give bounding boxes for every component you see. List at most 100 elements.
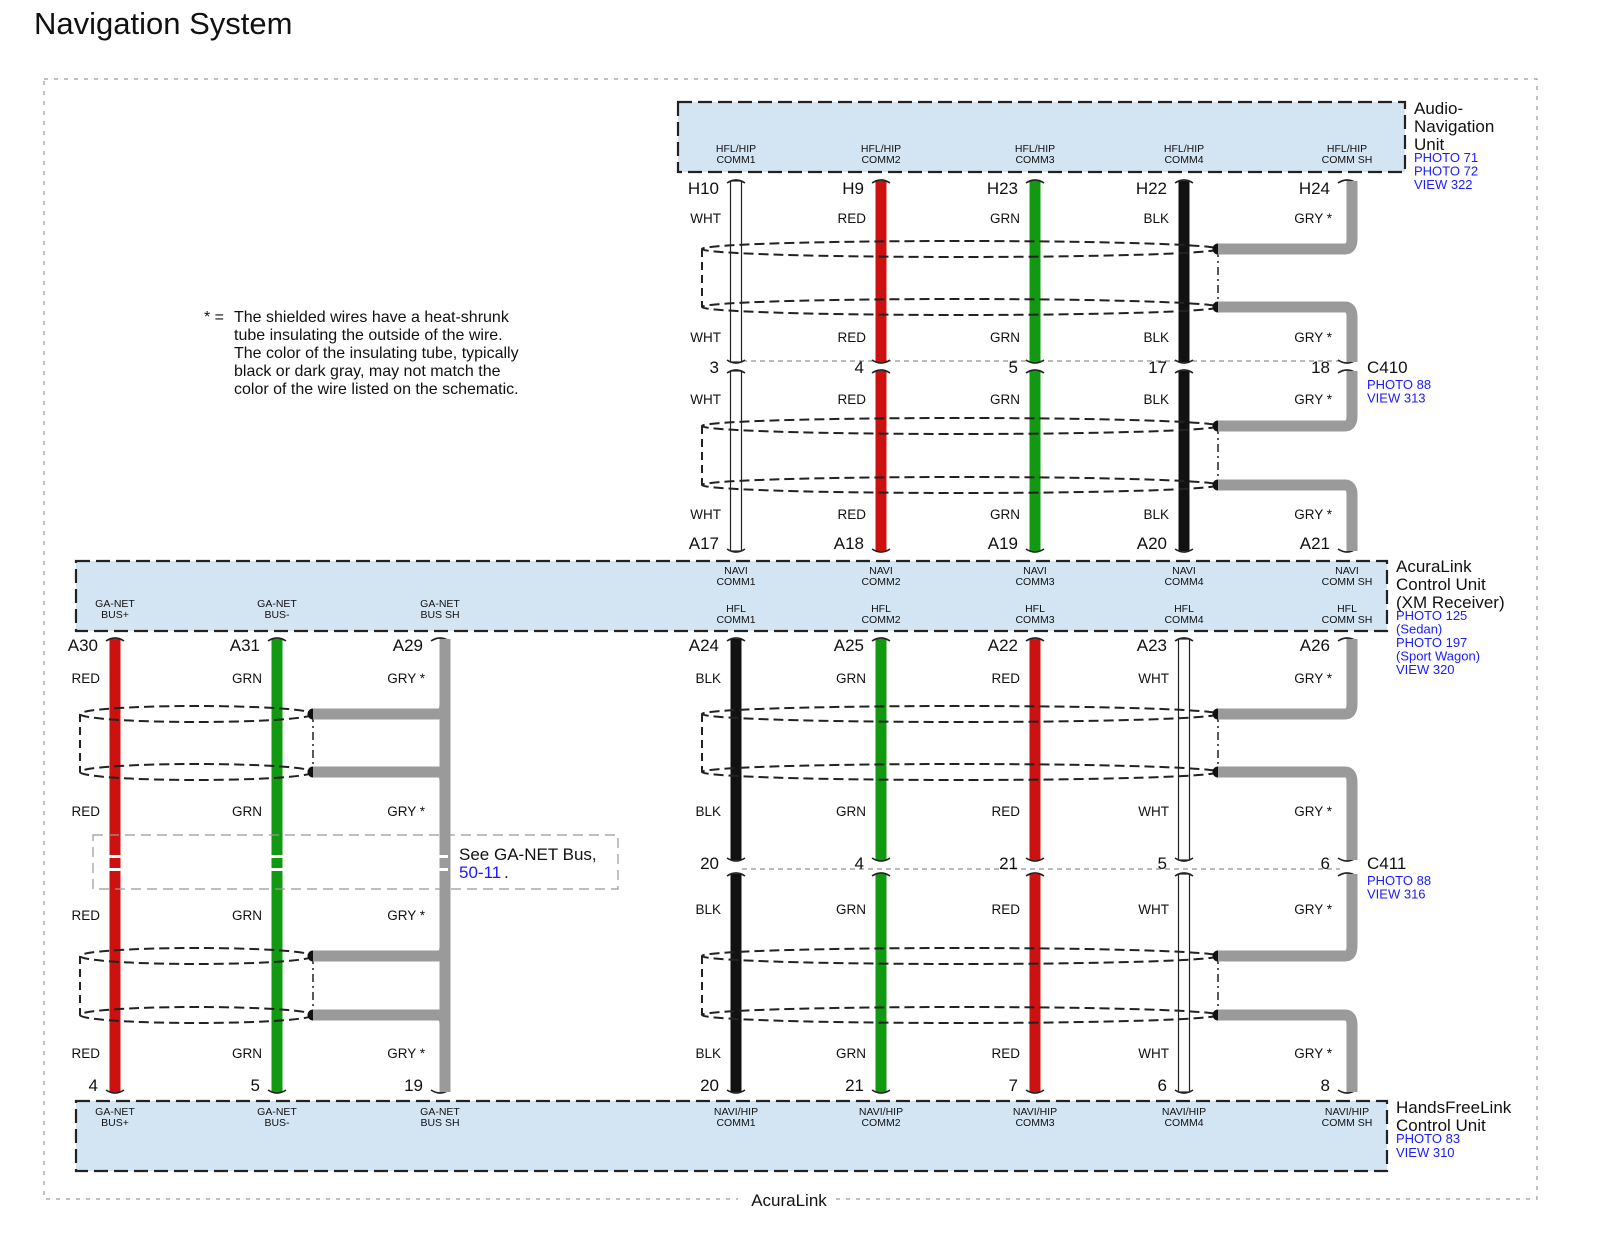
handsfree-ganet-pin-label: GA-NET <box>95 1106 135 1118</box>
acuralink-hfl-pin-label: COMM1 <box>716 614 755 626</box>
terminal-cap <box>871 548 891 553</box>
audio-nav-pin-label: COMM2 <box>861 154 900 166</box>
lower-bottom-pin: 7 <box>1009 1076 1018 1095</box>
wire-break <box>432 868 448 871</box>
handsfree-ganet-pin-label: GA-NET <box>257 1106 297 1118</box>
drain-ganet-1-upper <box>313 639 451 720</box>
c411-ref-link[interactable]: PHOTO 88 <box>1367 873 1431 888</box>
acuralink-hfl-pin-label: HFL <box>1025 603 1045 615</box>
c410-ref-link[interactable]: PHOTO 88 <box>1367 377 1431 392</box>
acuralink-ref-link[interactable]: PHOTO 197 <box>1396 635 1467 650</box>
frame-label-bg <box>738 1190 834 1210</box>
c410-ref-link[interactable]: VIEW 313 <box>1367 391 1426 406</box>
ganet-bottom-pin: 19 <box>404 1076 423 1095</box>
ganet-bottom-pin: 5 <box>251 1076 260 1095</box>
terminal-cap <box>1174 1089 1194 1094</box>
note-line: The shielded wires have a heat-shrunk <box>234 309 510 326</box>
audio-nav-pin-label: HFL/HIP <box>1164 143 1204 155</box>
audio-nav-label: Unit <box>1414 135 1445 154</box>
handsfree-navi-pin-label: COMM3 <box>1015 1117 1054 1129</box>
lower-bottom-pin: 6 <box>1158 1076 1167 1095</box>
wire-color-label: RED <box>71 1046 100 1061</box>
drain-lower-1-lower <box>1218 766 1358 860</box>
wire-color-label: GRN <box>232 671 262 686</box>
wire-break <box>270 868 284 871</box>
wire-color-label: WHT <box>1138 902 1169 917</box>
terminal-cap <box>871 857 891 862</box>
terminal-cap <box>1174 179 1194 184</box>
upper-top-pin: H9 <box>842 179 864 198</box>
acuralink-label: Control Unit <box>1396 575 1486 594</box>
wire-color-label: RED <box>71 804 100 819</box>
upper-wire-grn <box>1029 371 1041 551</box>
upper-wire-blk <box>1178 371 1190 551</box>
ganet-reference-link[interactable]: 50-11 <box>459 863 501 882</box>
audio-nav-ref-link[interactable]: PHOTO 72 <box>1414 164 1478 179</box>
terminal-cap <box>1025 637 1045 642</box>
upper-wire-wht <box>729 180 743 363</box>
terminal-cap <box>1025 872 1045 877</box>
lower-wire-red <box>1029 639 1041 860</box>
wire-color-label: RED <box>991 671 1020 686</box>
wire-color-label: GRY * <box>1294 804 1333 819</box>
wire-color-label: GRN <box>232 1046 262 1061</box>
drain-upper-2-upper <box>1218 371 1358 432</box>
wire-color-label: GRY * <box>1294 1046 1333 1061</box>
upper-top-pin: H24 <box>1299 179 1330 198</box>
terminal-cap <box>871 359 891 364</box>
audio-nav-ref-link[interactable]: PHOTO 71 <box>1414 150 1478 165</box>
lower-wire-grn <box>875 639 887 860</box>
wire-color-label: BLK <box>1143 330 1169 345</box>
audio-nav-pin-label: HFL/HIP <box>716 143 756 155</box>
acuralink-navi-pin-label: COMM4 <box>1164 576 1203 588</box>
handsfree-navi-pin-label: NAVI/HIP <box>1325 1106 1369 1118</box>
audio-nav-ref-link[interactable]: VIEW 322 <box>1414 177 1473 192</box>
acuralink-hfl-pin-label: COMM2 <box>861 614 900 626</box>
frame-label: AcuraLink <box>751 1191 827 1210</box>
upper-wire-blk <box>1178 181 1190 362</box>
handsfree-ref-link[interactable]: PHOTO 83 <box>1396 1131 1460 1146</box>
audio-nav-label: Navigation <box>1414 117 1494 136</box>
handsfree-ref-link[interactable]: VIEW 310 <box>1396 1145 1455 1160</box>
wire-color-label: WHT <box>1138 804 1169 819</box>
acuralink-hfl-pin-label: COMM SH <box>1322 614 1373 626</box>
drain-upper-1-lower <box>1218 301 1358 362</box>
note-marker: * = <box>204 309 224 326</box>
audio-nav-pin-label: COMM3 <box>1015 154 1054 166</box>
c411-ref-link[interactable]: VIEW 316 <box>1367 887 1426 902</box>
handsfree-label: HandsFreeLink <box>1396 1098 1512 1117</box>
handsfree-navi-pin-label: COMM4 <box>1164 1117 1203 1129</box>
shield-upper-2-top <box>701 417 1219 435</box>
drain-ganet-2-upper <box>313 639 451 962</box>
wire-color-label: GRN <box>836 902 866 917</box>
upper-wire-red <box>875 181 887 362</box>
lower-wire-grn <box>875 874 887 1092</box>
wire-color-label: GRY * <box>1294 507 1333 522</box>
handsfree-navi-pin-label: COMM2 <box>861 1117 900 1129</box>
acuralink-hfl-pin-label: HFL <box>871 603 891 615</box>
acuralink-navi-pin-label: COMM3 <box>1015 576 1054 588</box>
wire-color-label: RED <box>991 1046 1020 1061</box>
terminal-cap <box>1174 359 1194 364</box>
acuralink-ref-link[interactable]: VIEW 320 <box>1396 662 1455 677</box>
acuralink-hfl-pin-label: COMM4 <box>1164 614 1203 626</box>
ganet-reference-text: See GA-NET Bus, <box>459 845 597 864</box>
shield-upper-1-top <box>701 240 1219 258</box>
acuralink-hfl-pin-label: HFL <box>1174 603 1194 615</box>
wire-color-label: GRY * <box>1294 330 1333 345</box>
upper-wire-grn <box>1029 181 1041 362</box>
acuralink-ganet-pin-label: BUS SH <box>420 609 459 621</box>
shield-lower-1-bottom <box>701 763 1219 781</box>
acuralink-navi-pin-label: COMM1 <box>716 576 755 588</box>
wire-color-label: RED <box>837 507 866 522</box>
upper-bottom-pin: A18 <box>834 534 864 553</box>
ganet-bottom-pin: 4 <box>89 1076 98 1095</box>
wire-color-label: GRY * <box>1294 671 1333 686</box>
handsfree-navi-pin-label: NAVI/HIP <box>1162 1106 1206 1118</box>
terminal-cap <box>1174 872 1194 877</box>
acuralink-ref-link[interactable]: PHOTO 125 <box>1396 608 1467 623</box>
lower-top-pin: A24 <box>689 636 719 655</box>
c411-pin: 6 <box>1321 854 1330 873</box>
shield-lower-2-top <box>701 947 1219 965</box>
upper-bottom-pin: A19 <box>988 534 1018 553</box>
